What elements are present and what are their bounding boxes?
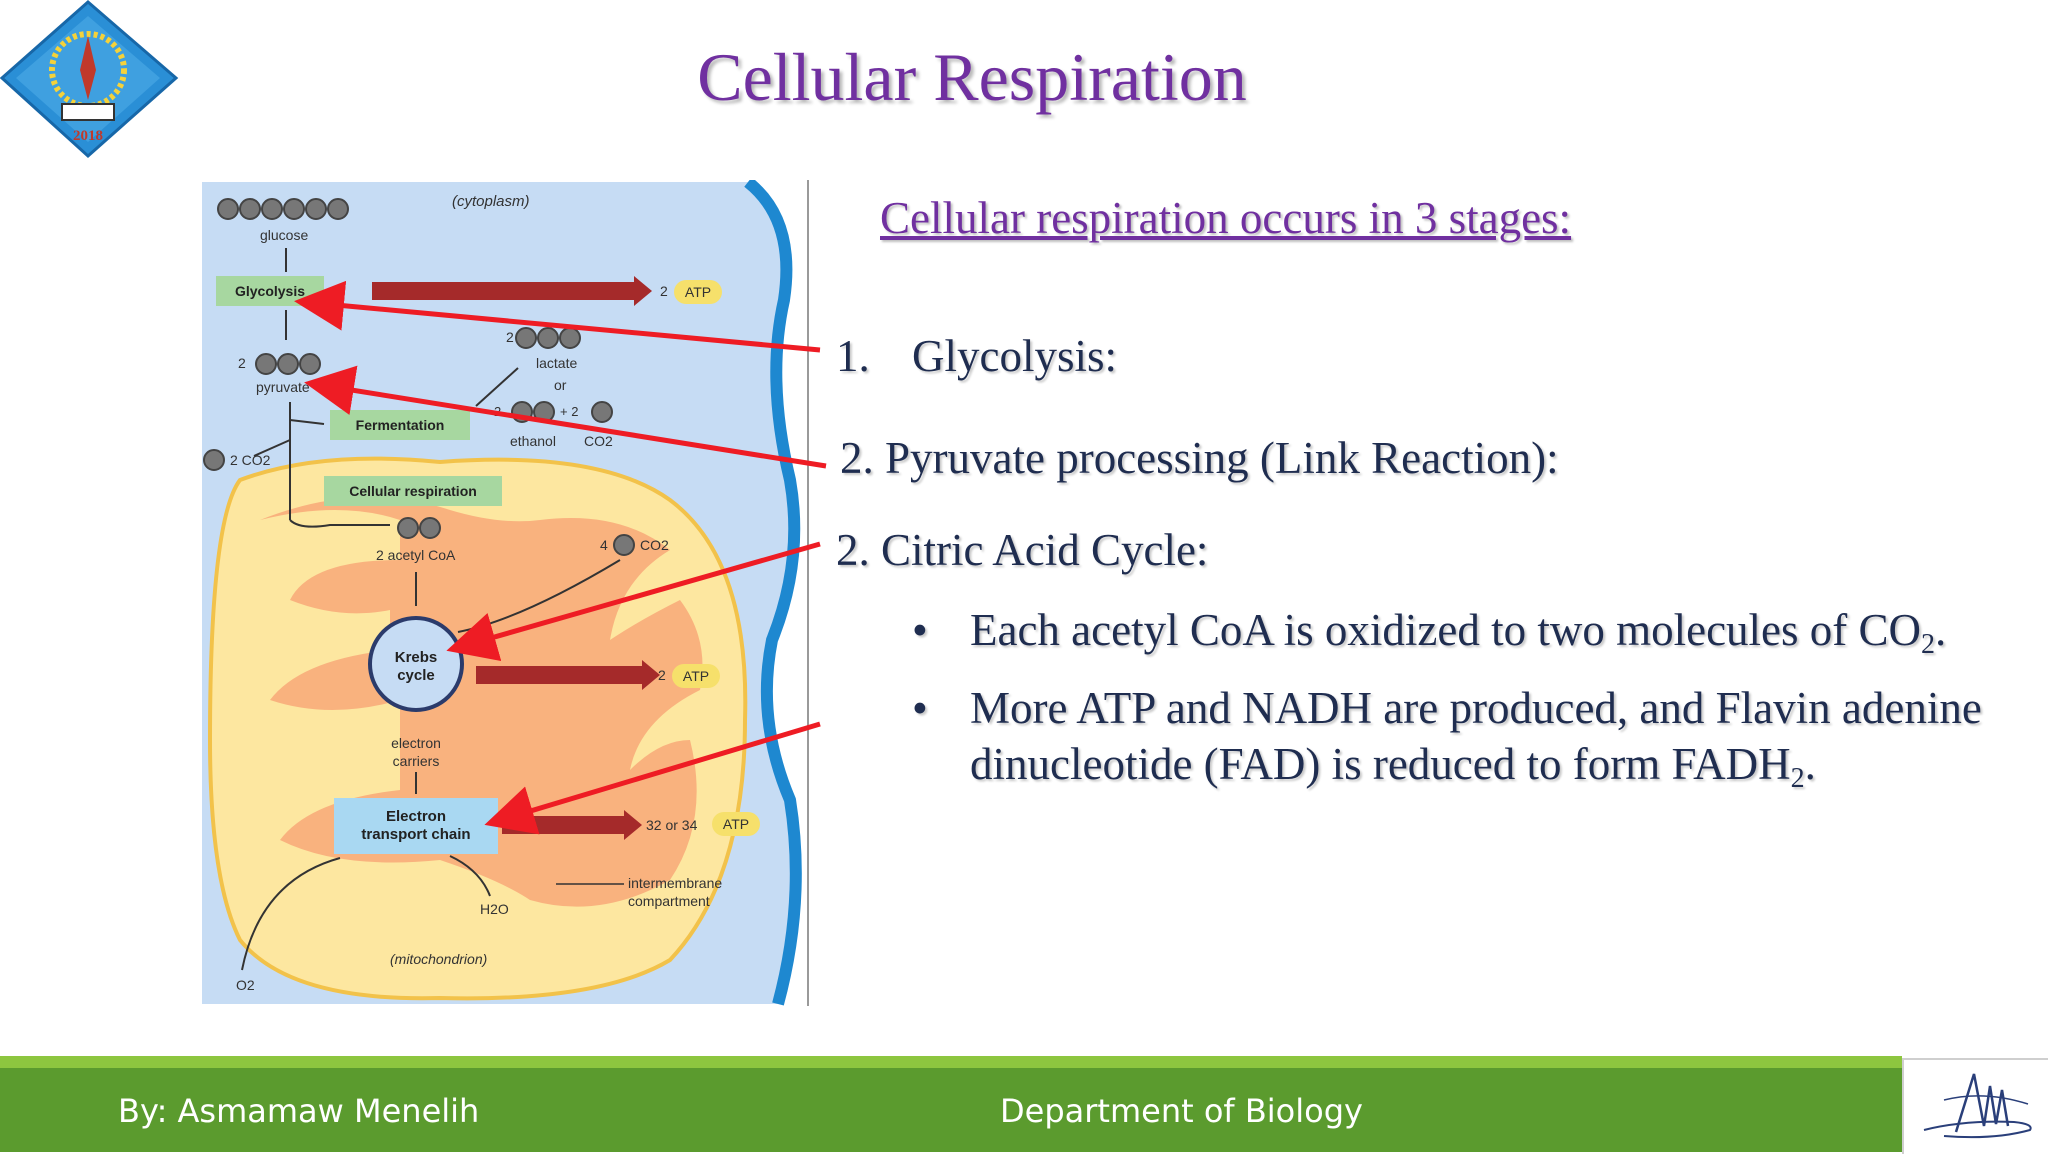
atp-count-3: 32 or 34	[646, 817, 698, 833]
cytoplasm-label: (cytoplasm)	[452, 193, 530, 210]
atp-label-1: ATP	[685, 284, 711, 300]
electron-carriers-2: carriers	[393, 753, 440, 769]
ethanol-count: 2	[494, 404, 501, 419]
lactate-label: lactate	[536, 355, 577, 371]
stage-1: 1. Glycolysis:	[836, 330, 1117, 382]
logo-year: 2018	[73, 128, 103, 144]
signature-image	[1902, 1058, 2048, 1154]
etc-label-2: transport chain	[361, 826, 470, 843]
subtitle: Cellular respiration occurs in 3 stages:	[880, 193, 1572, 243]
glucose-label: glucose	[260, 227, 308, 243]
bullet-2-marker: •	[912, 683, 928, 733]
glycolysis-label: Glycolysis	[235, 283, 305, 299]
footer-stripe	[0, 1056, 1902, 1070]
or-label: or	[554, 377, 567, 393]
h2o-label: H2O	[480, 901, 509, 917]
ethanol-label: ethanol	[510, 433, 556, 449]
bullet-1-end: .	[1935, 605, 1947, 655]
o2-label: O2	[236, 977, 255, 993]
footer-department: Department of Biology	[1000, 1092, 1363, 1130]
stage-2-text: Pyruvate processing (Link Reaction):	[885, 433, 1559, 483]
cellular-respiration-diagram: (cytoplasm) glucose Glycolysis 2 ATP 2 p…	[200, 180, 812, 1006]
atp-label-3: ATP	[723, 816, 749, 832]
bullet-1-text: Each acetyl CoA is oxidized to two molec…	[970, 605, 1922, 655]
acetyl-coa-label: 2 acetyl CoA	[376, 547, 456, 563]
cellular-respiration-label: Cellular respiration	[349, 483, 477, 499]
footer-bar: By: Asmamaw Menelih Department of Biolog…	[0, 1068, 1902, 1152]
stage-3-text: Citric Acid Cycle:	[881, 525, 1209, 575]
stage-2: 2. Pyruvate processing (Link Reaction):	[840, 432, 1559, 484]
co2-four-count: 4	[600, 537, 608, 553]
mitochondrion-label: (mitochondrion)	[390, 951, 487, 967]
stage-2-number: 2.	[840, 433, 874, 483]
co2-label-krebs: CO2	[640, 537, 669, 553]
glucose-molecule	[217, 198, 349, 220]
bullet-2-end: .	[1804, 739, 1816, 789]
pyruvate-label: pyruvate	[256, 379, 310, 395]
stage-3: 2. Citric Acid Cycle:	[836, 524, 1208, 576]
atp-count-1: 2	[660, 283, 668, 299]
stage-1-number: 1.	[836, 331, 870, 381]
krebs-label-2: cycle	[397, 667, 435, 684]
bullet-1-marker: •	[912, 605, 928, 655]
electron-carriers-1: electron	[391, 735, 441, 751]
intermembrane-label-1: intermembrane	[628, 875, 722, 891]
bullet-2-text: More ATP and NADH are produced, and Flav…	[970, 683, 1982, 789]
plus-two: + 2	[560, 404, 578, 419]
pyruvate-count: 2	[238, 355, 246, 371]
bullet-2-sub: 2	[1790, 763, 1805, 794]
co2-label-ethanol: CO2	[584, 433, 613, 449]
atp-label-2: ATP	[683, 668, 709, 684]
atp-count-2: 2	[658, 667, 666, 683]
intermembrane-label-2: compartment	[628, 893, 710, 909]
bullet-1-sub: 2	[1921, 629, 1936, 660]
footer-author: By: Asmamaw Menelih	[118, 1092, 480, 1130]
etc-label-1: Electron	[386, 808, 446, 825]
fermentation-label: Fermentation	[356, 417, 445, 433]
stage-3-number: 2.	[836, 525, 870, 575]
lactate-count: 2	[506, 329, 514, 345]
krebs-label-1: Krebs	[395, 649, 438, 666]
stage-1-text: Glycolysis:	[912, 331, 1118, 381]
university-logo: 2018	[0, 0, 179, 159]
slide-title: Cellular Respiration	[697, 39, 1247, 115]
co2-two-label: 2 CO2	[230, 452, 271, 468]
